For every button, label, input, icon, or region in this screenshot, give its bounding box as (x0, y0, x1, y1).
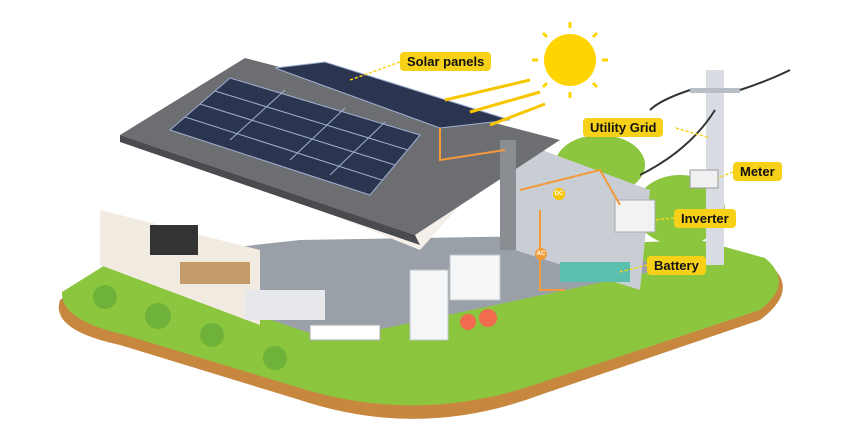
meter-box (689, 169, 719, 189)
tv (150, 225, 198, 255)
label-meter: Meter (733, 162, 782, 181)
inverter-box (614, 199, 656, 233)
sun-icon (532, 22, 608, 98)
refrigerator (409, 269, 449, 341)
sunlight-arrows (444, 78, 546, 127)
leader-lines (349, 61, 734, 273)
dc-badge: DC (553, 188, 565, 200)
chimney (500, 140, 516, 250)
label-battery: Battery (647, 256, 706, 275)
table (309, 324, 381, 341)
label-solar-panels: Solar panels (400, 52, 492, 71)
wiring (439, 128, 621, 291)
bush (93, 285, 117, 309)
bush (263, 346, 287, 370)
label-utility-grid: Utility Grid (583, 118, 664, 137)
bush (145, 303, 171, 329)
battery-bank (560, 262, 630, 282)
ac-badge: AC (535, 248, 547, 260)
roof-edge (120, 135, 420, 245)
sofa (180, 262, 250, 284)
kitchen-counter (245, 290, 325, 320)
solar-panel-array (169, 61, 511, 196)
label-inverter: Inverter (674, 209, 736, 228)
washer (449, 254, 501, 301)
bush (200, 323, 224, 347)
utility-pole (706, 70, 724, 265)
power-lines (639, 69, 791, 176)
garage-wall (515, 140, 650, 290)
flower (460, 314, 476, 330)
flower (479, 309, 497, 327)
